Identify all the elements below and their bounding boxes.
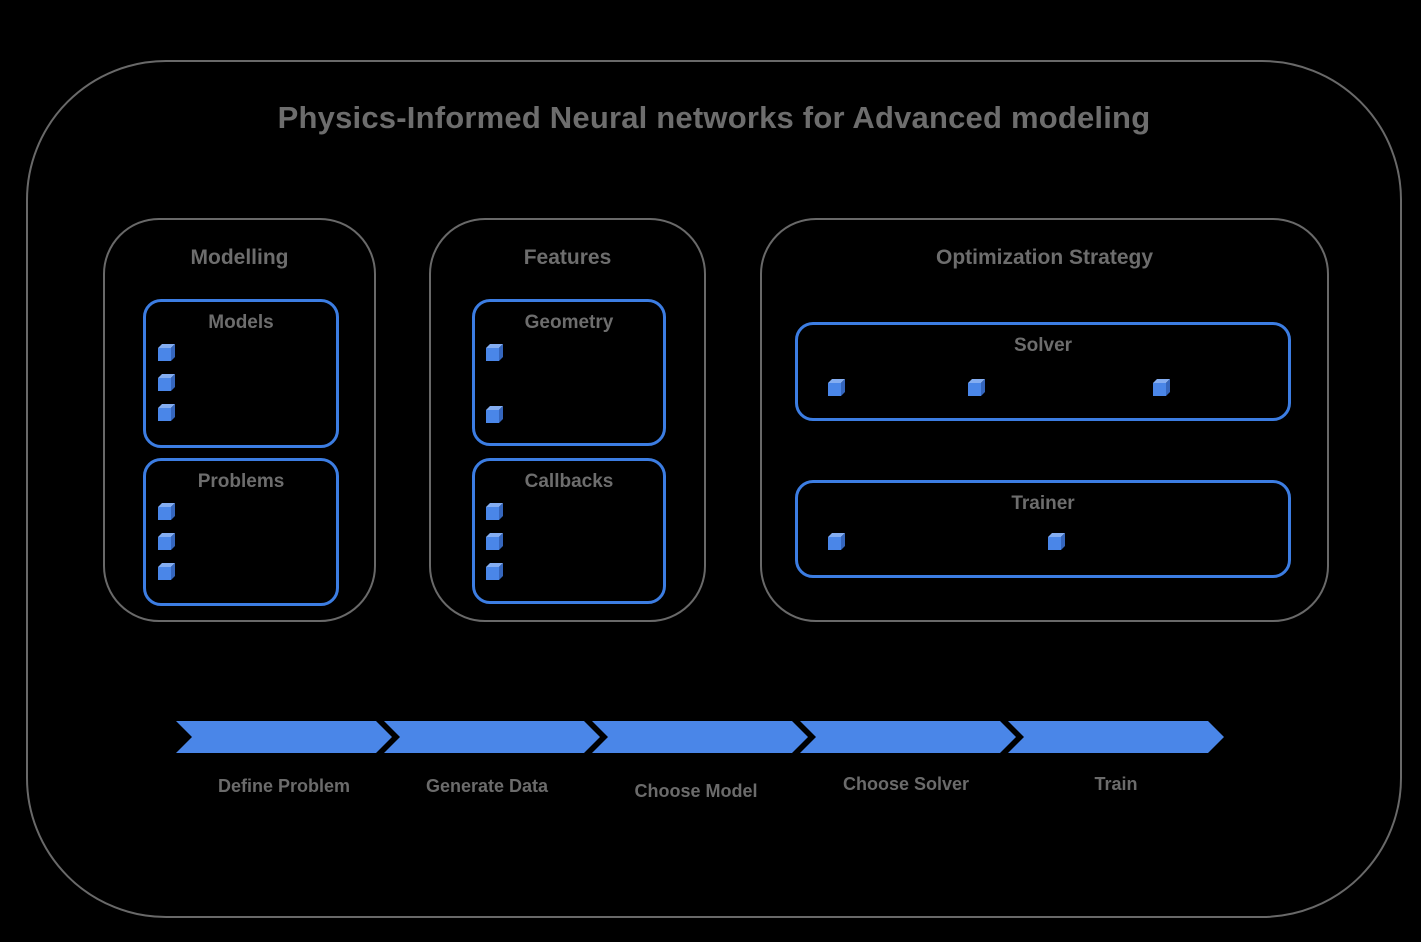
cube-icon — [158, 507, 171, 520]
section-features-title: Features — [523, 246, 612, 269]
section-modelling-title: Modelling — [190, 246, 289, 269]
workflow-arrow — [176, 721, 1224, 753]
workflow-arrow-segment-4 — [800, 721, 1016, 753]
section-modelling: Modelling Models Problems — [103, 218, 376, 622]
cube-icon — [968, 383, 981, 396]
box-solver-title: Solver — [1013, 335, 1073, 356]
cube-icon — [486, 537, 499, 550]
box-trainer: Trainer — [795, 480, 1291, 578]
workflow-arrow-segment-2 — [384, 721, 600, 753]
cube-icon — [828, 383, 841, 396]
cube-icon — [486, 348, 499, 361]
workflow-arrow-segment-5 — [1008, 721, 1224, 753]
cube-list-trainer — [798, 533, 1061, 550]
section-optimization-title: Optimization Strategy — [935, 246, 1154, 269]
main-container: Physics-Informed Neural networks for Adv… — [26, 60, 1402, 918]
cube-list-solver — [798, 379, 1166, 396]
box-callbacks: Callbacks — [472, 458, 666, 604]
workflow-step-generate-data: Generate Data — [425, 776, 549, 796]
cube-icon — [158, 348, 171, 361]
section-optimization-strategy: Optimization Strategy Solver Trainer — [760, 218, 1329, 622]
workflow-step-choose-model: Choose Model — [634, 781, 758, 801]
cube-icon — [486, 410, 499, 423]
workflow-arrow-segment-1 — [176, 721, 392, 753]
box-solver: Solver — [795, 322, 1291, 421]
cube-icon — [486, 507, 499, 520]
cube-list-callbacks — [486, 503, 499, 580]
cube-list-geometry — [486, 344, 499, 423]
cube-icon — [158, 537, 171, 550]
workflow-step-train: Train — [1094, 774, 1138, 794]
cube-list-models — [158, 344, 171, 421]
box-models-title: Models — [208, 312, 274, 333]
box-geometry: Geometry — [472, 299, 666, 446]
cube-icon — [158, 408, 171, 421]
workflow-step-choose-solver: Choose Solver — [842, 774, 970, 794]
cube-list-problems — [158, 503, 171, 580]
diagram-title: Physics-Informed Neural networks for Adv… — [277, 100, 1151, 135]
workflow-arrow-segment-3 — [592, 721, 808, 753]
cube-icon — [158, 567, 171, 580]
box-problems: Problems — [143, 458, 339, 606]
box-geometry-title: Geometry — [524, 312, 614, 333]
section-features: Features Geometry Callbacks — [429, 218, 706, 622]
box-callbacks-title: Callbacks — [524, 471, 614, 492]
box-problems-title: Problems — [197, 471, 285, 492]
cube-icon — [158, 378, 171, 391]
cube-icon — [828, 537, 841, 550]
workflow-step-define-problem: Define Problem — [217, 776, 351, 796]
cube-icon — [486, 567, 499, 580]
box-trainer-title: Trainer — [1011, 493, 1075, 514]
cube-icon — [1048, 537, 1061, 550]
cube-icon — [1153, 383, 1166, 396]
box-models: Models — [143, 299, 339, 448]
